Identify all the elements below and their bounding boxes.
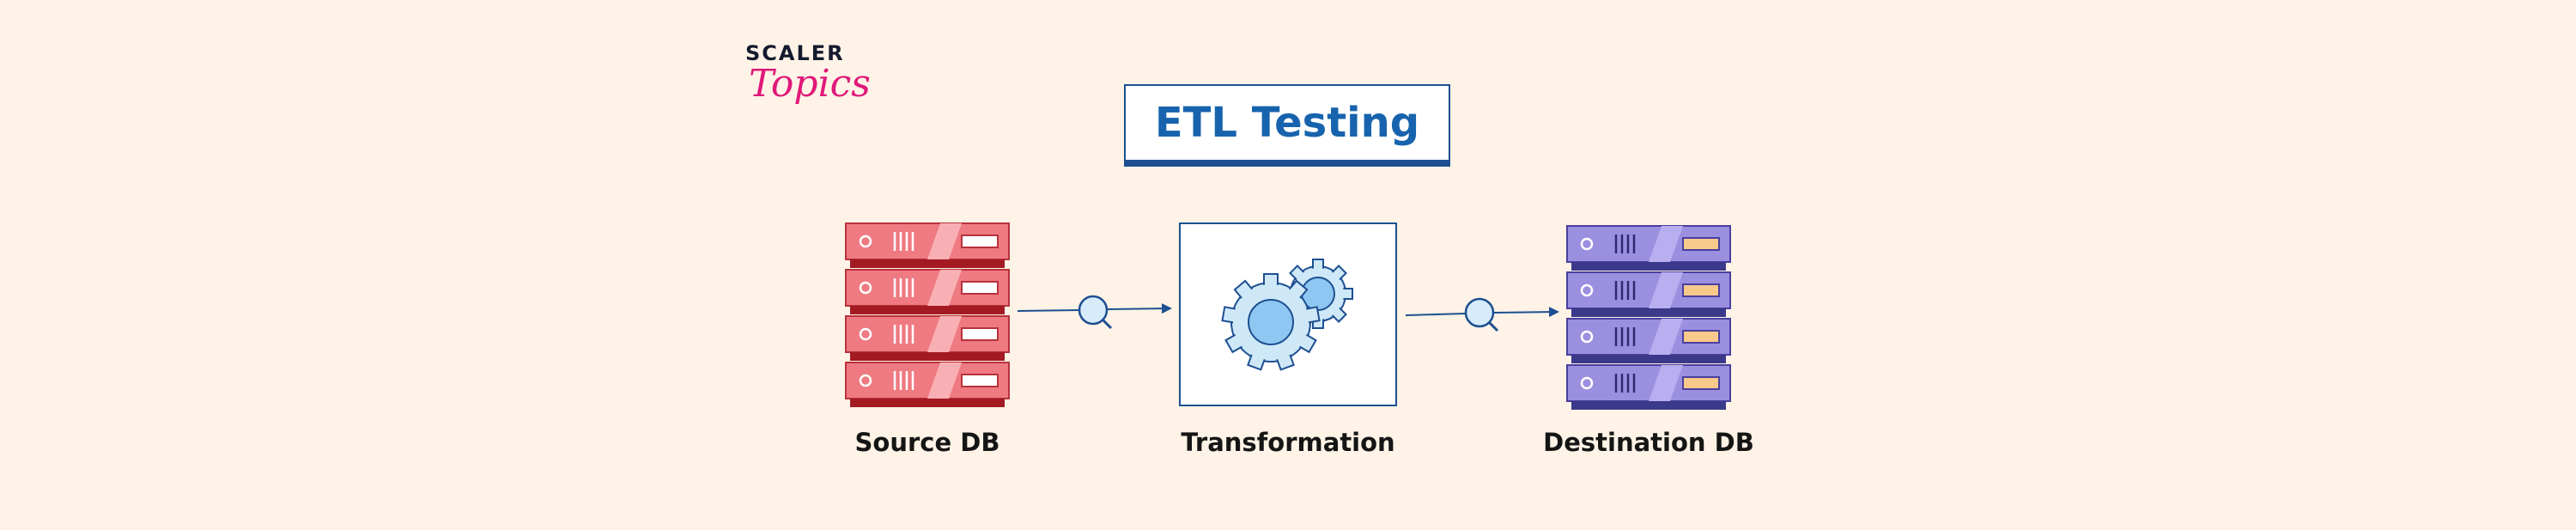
source-db-label: Source DB xyxy=(854,428,1000,457)
logo-sub: Topics xyxy=(749,62,871,106)
source-db-server-icon xyxy=(845,222,1010,407)
arrow-transform-to-destination xyxy=(1405,307,1559,318)
title-box: ETL Testing xyxy=(1124,84,1450,167)
transformation-label: Transformation xyxy=(1181,428,1395,457)
arrow-source-to-transform xyxy=(1017,303,1172,314)
scaler-topics-logo: SCALER Topics xyxy=(745,41,871,127)
magnifier-icon xyxy=(1464,297,1499,332)
logo-brand: SCALER xyxy=(745,41,845,65)
diagram-title: ETL Testing xyxy=(1154,99,1420,147)
destination-db-label: Destination DB xyxy=(1543,428,1754,457)
destination-db-server-icon xyxy=(1566,225,1731,410)
magnifier-icon xyxy=(1078,295,1113,330)
gears-icon xyxy=(1221,259,1353,371)
